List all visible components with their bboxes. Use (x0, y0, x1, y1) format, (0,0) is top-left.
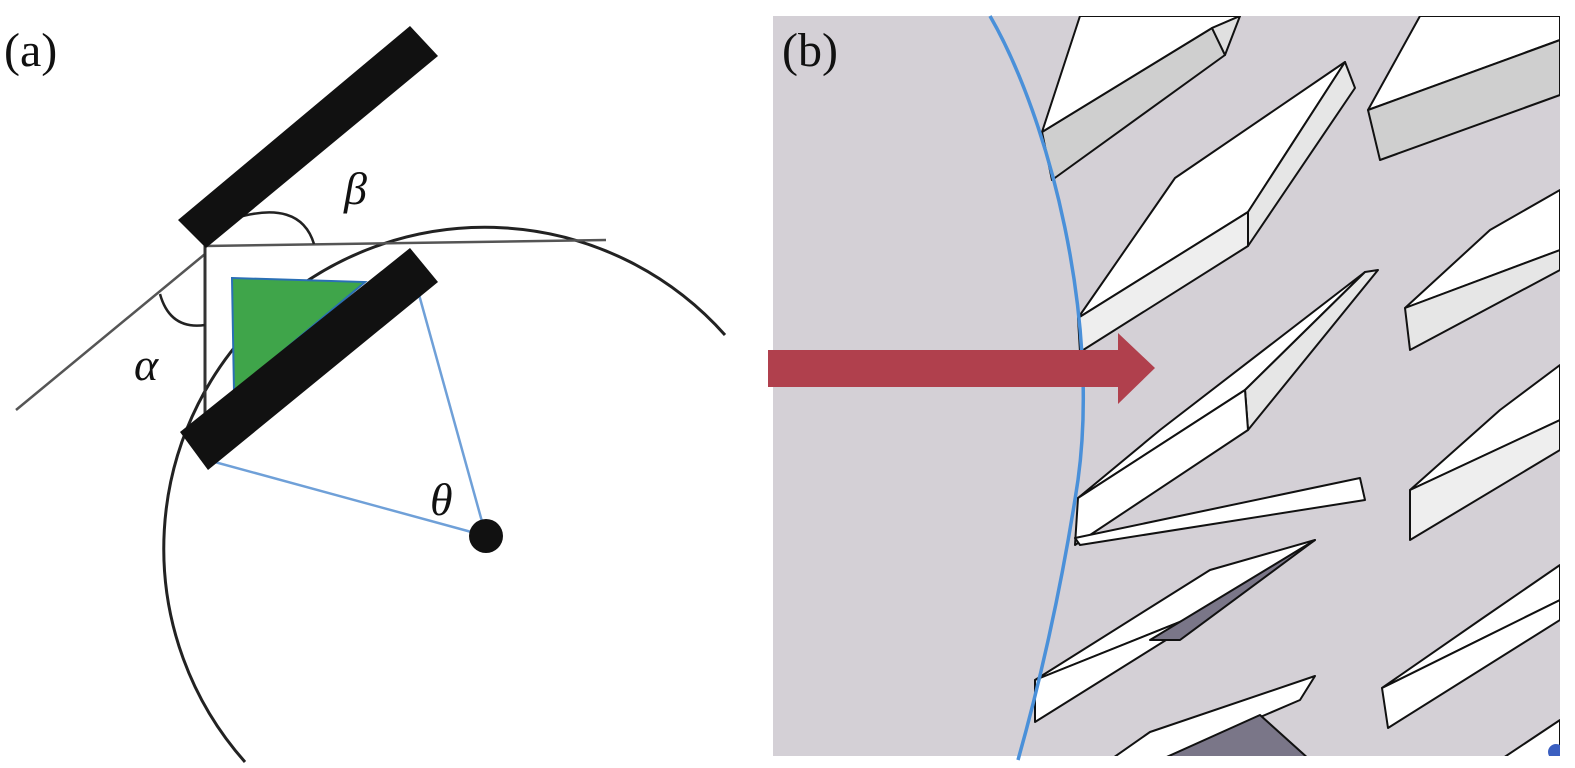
blade-c2-1 (1367, 16, 1560, 161)
interface-curve (988, 15, 1086, 761)
beta-angle-arc (231, 211, 316, 245)
panel-a-label: (a) (4, 24, 57, 77)
rotor-center-dot (469, 519, 503, 553)
panel-a: (a) β α θ (4, 24, 727, 763)
radius-line-upper (406, 254, 488, 537)
radius-line-lower (199, 456, 487, 538)
blade-c2-3 (1409, 364, 1560, 541)
tangent-line-top (204, 238, 607, 248)
alpha-symbol: α (134, 339, 159, 390)
blade-c1-1 (1041, 16, 1241, 181)
blade-c2-4 (1381, 564, 1560, 729)
blade-c2-2 (1404, 189, 1560, 351)
blade-c2-5 (1504, 719, 1560, 756)
blade-c1-3 (1074, 269, 1379, 546)
flow-arrow (768, 333, 1155, 404)
theta-symbol: θ (430, 474, 453, 525)
blade-c1-2 (1077, 61, 1356, 353)
blade-c1-4 (1034, 539, 1316, 723)
panel-b-label: (b) (782, 24, 838, 77)
upper-blade (178, 26, 438, 248)
beta-symbol: β (343, 163, 367, 214)
alpha-angle-arc (158, 293, 206, 327)
blade-c1-6 (1113, 675, 1316, 756)
lower-blade (180, 248, 438, 470)
tangent-line-left (15, 253, 206, 411)
panel-b: (b) (768, 15, 1560, 761)
blade-c1-5 (1074, 477, 1366, 546)
